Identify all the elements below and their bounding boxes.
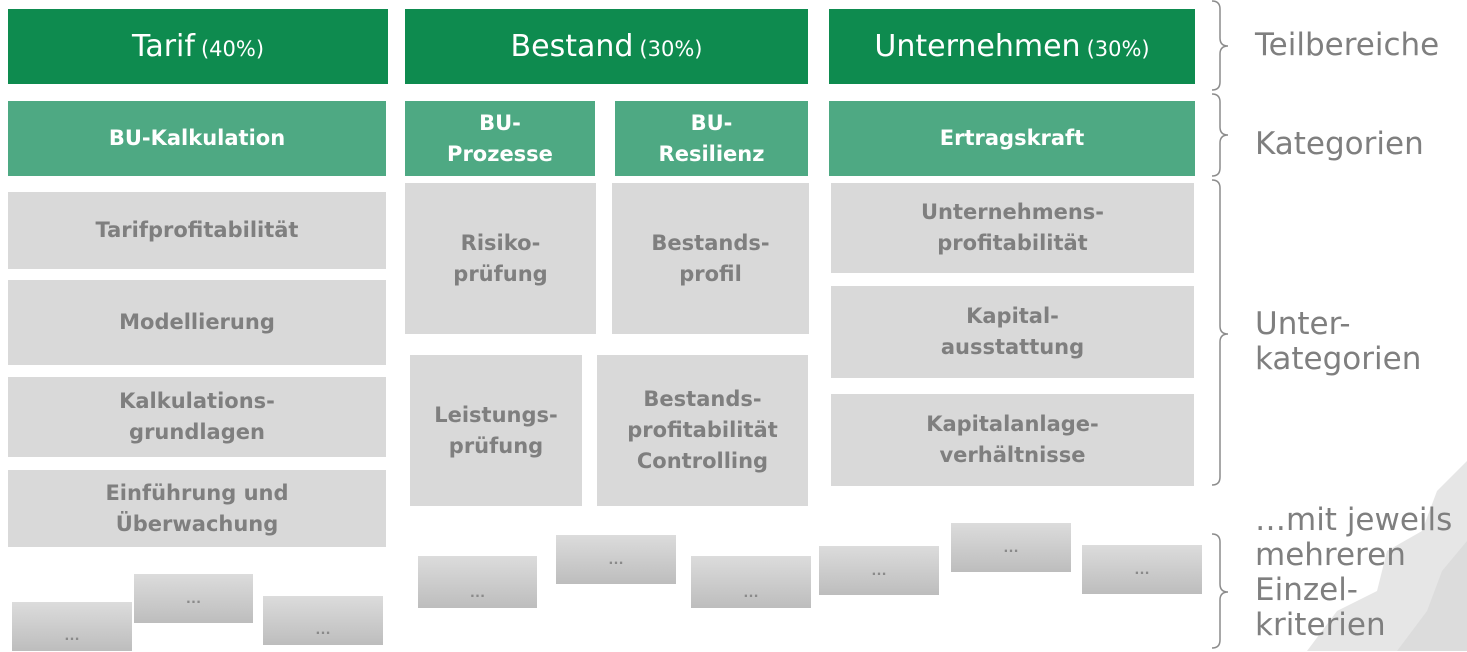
label-einzelkriterien: …mit jeweils mehreren Einzel- kriterien <box>1255 503 1453 643</box>
label-kategorien: Kategorien <box>1255 126 1424 162</box>
criteria-placeholder: … <box>951 523 1071 572</box>
area-bestand-name: Bestand <box>510 29 634 64</box>
area-bestand: Bestand(30%) <box>405 9 808 84</box>
category-bu-kalkulation: BU-Kalkulation <box>8 101 386 176</box>
criteria-placeholder: … <box>1082 545 1202 594</box>
area-tarif: Tarif(40%) <box>8 9 388 84</box>
background-decoration <box>1307 461 1467 651</box>
criteria-placeholder: … <box>12 602 132 651</box>
criteria-placeholder: … <box>134 574 253 623</box>
label-unterkategorien: Unter- kategorien <box>1255 306 1422 377</box>
area-unternehmen: Unternehmen(30%) <box>829 9 1195 84</box>
area-unternehmen-name: Unternehmen <box>874 29 1081 64</box>
criteria-placeholder: … <box>819 546 939 595</box>
bracket-einzelkriterien <box>1211 533 1229 649</box>
subcategory-leistungspruefung: Leistungs- prüfung <box>410 355 582 506</box>
criteria-placeholder: … <box>691 556 811 608</box>
subcategory-unternehmensprofitabilitaet: Unternehmens- profitabilität <box>831 183 1194 273</box>
subcategory-kalkulationsgrundlagen: Kalkulations- grundlagen <box>8 377 386 457</box>
category-bu-resilienz: BU- Resilienz <box>615 101 808 176</box>
category-bu-prozesse: BU- Prozesse <box>405 101 595 176</box>
subcategory-bestandsprofitabilitaet-controlling: Bestands- profitabilität Controlling <box>597 355 808 506</box>
bracket-kategorien <box>1211 93 1229 177</box>
criteria-placeholder: … <box>263 596 383 645</box>
subcategory-modellierung: Modellierung <box>8 280 386 365</box>
subcategory-bestandsprofil: Bestands- profil <box>612 183 809 334</box>
subcategory-einfuehrung-ueberwachung: Einführung und Überwachung <box>8 470 386 547</box>
area-unternehmen-pct: (30%) <box>1086 36 1150 61</box>
category-ertragskraft: Ertragskraft <box>829 101 1195 176</box>
bracket-teilbereiche <box>1211 0 1229 91</box>
area-tarif-name: Tarif <box>131 29 195 64</box>
area-bestand-pct: (30%) <box>639 36 703 61</box>
subcategory-kapitalanlageverhaeltnisse: Kapitalanlage- verhältnisse <box>831 394 1194 486</box>
subcategory-risikopruefung: Risiko- prüfung <box>405 183 596 334</box>
label-teilbereiche: Teilbereiche <box>1255 27 1440 63</box>
bracket-unterkategorien <box>1211 179 1229 486</box>
criteria-placeholder: … <box>418 556 537 608</box>
subcategory-kapitalausstattung: Kapital- ausstattung <box>831 286 1194 378</box>
criteria-placeholder: … <box>556 535 676 584</box>
area-tarif-pct: (40%) <box>200 36 265 61</box>
subcategory-tarifprofitabilitaet: Tarifprofitabilität <box>8 192 386 269</box>
